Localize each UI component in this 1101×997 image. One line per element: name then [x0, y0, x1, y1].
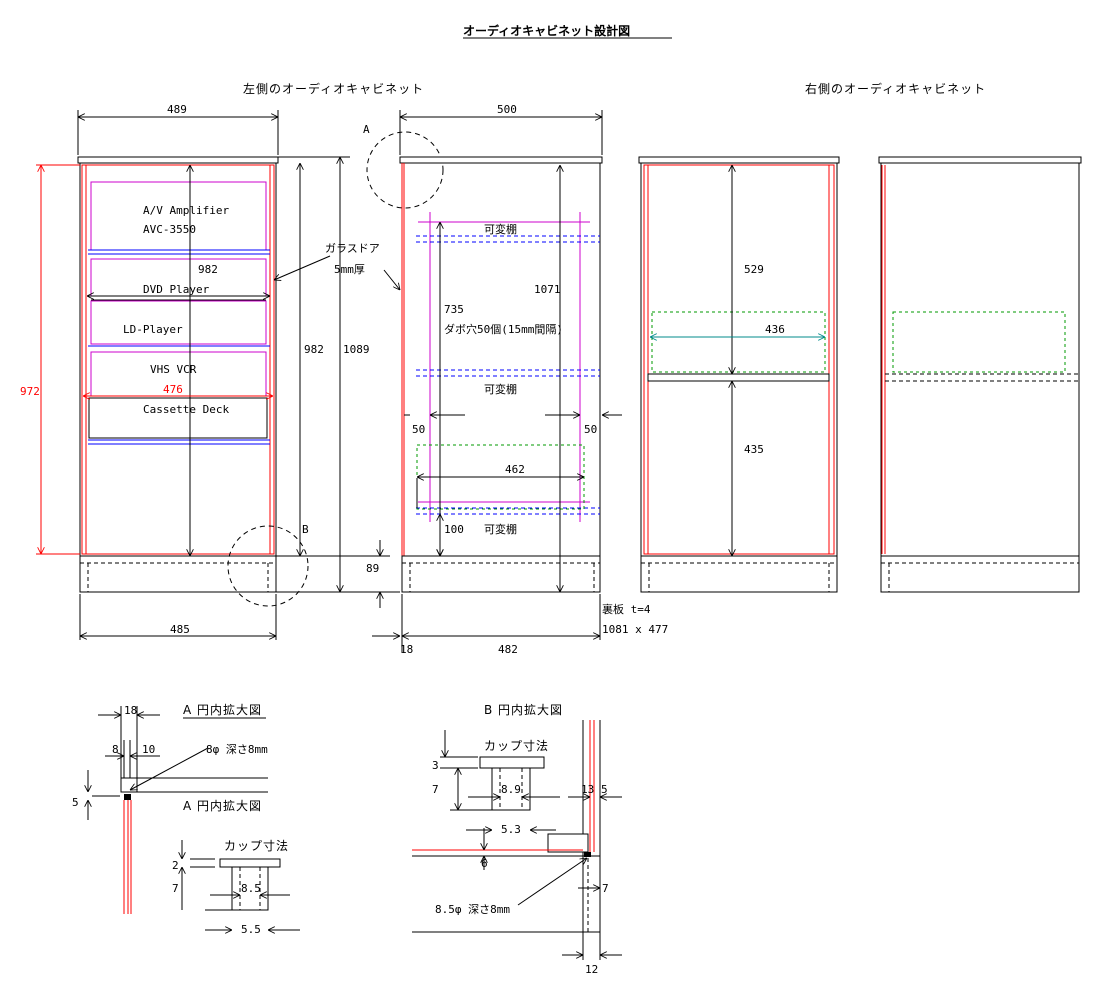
a-dim-2: 2 — [172, 859, 179, 872]
back-board-size-note: 1081 x 477 — [602, 623, 668, 636]
right-cabinet-heading: 右側のオーディオキャビネット — [805, 81, 986, 96]
marker-b: B — [302, 523, 309, 536]
a-dim-8: 8 — [112, 743, 119, 756]
b-dim-5-3: 5.3 — [501, 823, 521, 836]
dim-18: 18 — [400, 643, 413, 656]
hole-b-note: 8.5φ 深さ8mm — [435, 903, 510, 916]
dim-529: 529 — [744, 263, 764, 276]
a-dim-10: 10 — [142, 743, 155, 756]
dim-489: 489 — [167, 103, 187, 116]
b-dim-5: 5 — [601, 783, 608, 796]
dim-462: 462 — [505, 463, 525, 476]
dim-982-inner: 982 — [198, 263, 218, 276]
b-dim-7: 7 — [432, 783, 439, 796]
detail-b-heading: B 円内拡大図 — [484, 703, 563, 717]
ld-label: LD-Player — [123, 323, 183, 336]
shelf-1-note: 可変棚 — [484, 222, 517, 236]
detail-a2-heading: A 円内拡大図 — [183, 799, 262, 813]
detail-a-drawing — [88, 706, 268, 914]
dim-1089: 1089 — [343, 343, 370, 356]
cassette-label: Cassette Deck — [143, 403, 229, 416]
glass-thickness-note: 5mm厚 — [334, 263, 365, 276]
side-section-view — [399, 156, 603, 593]
amp-label-1: A/V Amplifier — [143, 204, 229, 217]
right-cabinet-front-view — [638, 156, 840, 593]
dim-50-left: 50 — [412, 423, 425, 436]
b-dim-7-right: 7 — [602, 882, 609, 895]
a-dim-18: 18 — [124, 704, 137, 717]
cup-dims-a-heading: カップ寸法 — [224, 839, 289, 853]
dim-982-outer: 982 — [304, 343, 324, 356]
amp-label-2: AVC-3550 — [143, 223, 196, 236]
drawing-title: オーディオキャビネット設計図 — [463, 23, 630, 38]
b-dim-12: 12 — [585, 963, 598, 976]
glass-door-note: ガラスドア — [325, 242, 380, 255]
dim-500: 500 — [497, 103, 517, 116]
a-dim-5-5: 5.5 — [241, 923, 261, 936]
left-cabinet-front-view — [77, 156, 279, 593]
right-cabinet-side-view — [878, 156, 1082, 593]
dim-89: 89 — [366, 562, 379, 575]
dim-100: 100 — [444, 523, 464, 536]
detail-circle-a — [366, 131, 444, 209]
vhs-label: VHS VCR — [150, 363, 197, 376]
dim-482: 482 — [498, 643, 518, 656]
hole-a-note: 8φ 深さ8mm — [206, 743, 268, 756]
cup-b-drawing — [440, 730, 560, 830]
b-dim-6: 6 — [481, 857, 488, 870]
shelf-3-note: 可変棚 — [484, 522, 517, 536]
a-dim-7: 7 — [172, 882, 179, 895]
detail-b-joint-drawing — [412, 720, 622, 960]
dim-50-right: 50 — [584, 423, 597, 436]
dim-485: 485 — [170, 623, 190, 636]
dim-972: 972 — [20, 385, 40, 398]
a-dim-5: 5 — [72, 796, 79, 809]
b-dim-8-9: 8.9 — [501, 783, 521, 796]
dvd-label: DVD Player — [143, 283, 210, 296]
dim-1071: 1071 — [534, 283, 561, 296]
back-board-note: 裏板 t=4 — [602, 602, 651, 616]
dim-735: 735 — [444, 303, 464, 316]
dim-436: 436 — [765, 323, 785, 336]
shelf-2-note: 可変棚 — [484, 382, 517, 396]
b-dim-3: 3 — [432, 759, 439, 772]
a-dim-8-5: 8.5 — [241, 882, 261, 895]
cup-dims-b-heading: カップ寸法 — [484, 739, 549, 753]
left-cabinet-heading: 左側のオーディオキャビネット — [243, 81, 424, 96]
b-dim-13: 13 — [581, 783, 594, 796]
detail-circle-b — [227, 525, 309, 607]
dim-476: 476 — [163, 383, 183, 396]
marker-a: A — [363, 123, 370, 136]
dowel-holes-note: ダボ穴50個(15mm間隔) — [444, 322, 563, 336]
cup-a-drawing — [182, 840, 300, 930]
detail-a-heading: A 円内拡大図 — [183, 703, 262, 717]
dim-435: 435 — [744, 443, 764, 456]
